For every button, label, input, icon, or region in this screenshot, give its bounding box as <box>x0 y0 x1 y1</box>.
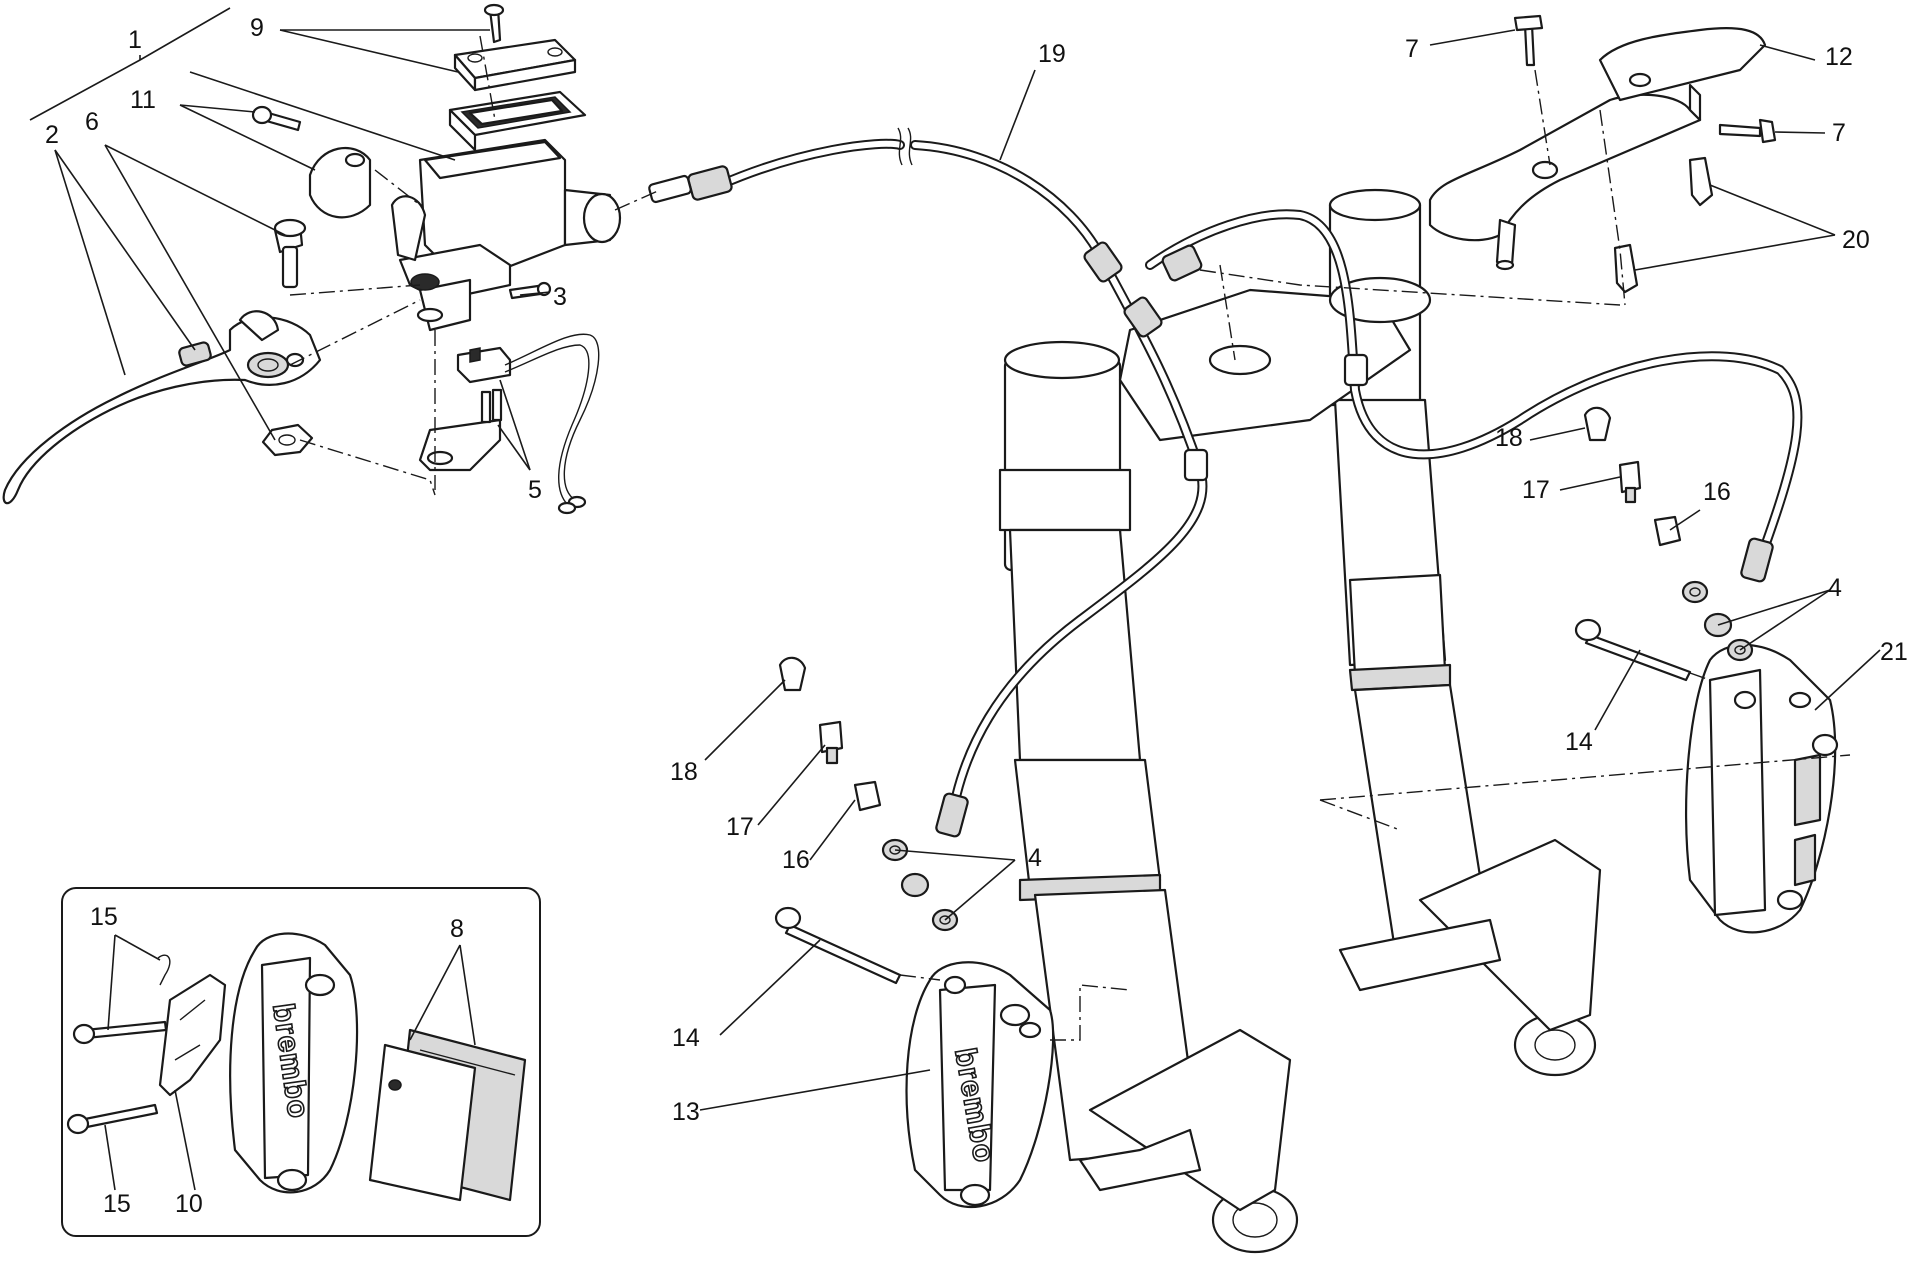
callout-11: 11 <box>130 86 156 114</box>
right-fork-leg <box>1328 188 1602 1077</box>
triple-clamp <box>1118 276 1432 442</box>
assembly-lines <box>289 35 1851 1041</box>
callout-8: 8 <box>450 915 464 943</box>
callout-14-left: 14 <box>672 1024 700 1052</box>
brake-pad-8-front <box>368 1043 477 1202</box>
lever-nut <box>261 423 314 457</box>
callout-15-top: 15 <box>90 903 118 931</box>
callout-4-left: 4 <box>1028 844 1042 872</box>
brake-hose-19 <box>648 127 1803 838</box>
callout-10: 10 <box>175 1190 203 1218</box>
callout-18-right: 18 <box>1495 424 1523 452</box>
caliper-bolt-left <box>784 923 902 985</box>
callout-12: 12 <box>1825 43 1853 71</box>
master-cylinder-assembly <box>251 3 622 332</box>
callout-4-right: 4 <box>1828 574 1842 602</box>
left-bleeder-set <box>778 656 959 932</box>
callout-21: 21 <box>1880 638 1908 666</box>
callouts: 1 2 3 4 4 5 6 7 7 8 9 10 11 12 13 14 14 … <box>45 14 1908 1218</box>
callout-14-right: 14 <box>1565 728 1593 756</box>
callout-5: 5 <box>528 476 542 504</box>
callout-2: 2 <box>45 121 59 149</box>
callout-16-left: 16 <box>782 846 810 874</box>
callout-18-left: 18 <box>670 758 698 786</box>
clip-20-b <box>1613 243 1639 294</box>
leader-lines <box>29 7 1881 1191</box>
bleeder-cap-right <box>1583 406 1612 442</box>
brake-pads-inset: brembo <box>61 887 541 1237</box>
callout-6: 6 <box>85 108 99 136</box>
callout-15-bottom: 15 <box>103 1190 131 1218</box>
bleeder-screw-right <box>1653 515 1682 547</box>
bolt-7-side <box>1718 123 1762 138</box>
callout-17-right: 17 <box>1522 476 1550 504</box>
callout-9: 9 <box>250 14 264 42</box>
caliper-bolt-right <box>1584 633 1692 682</box>
bleeder-cap-left <box>778 656 807 692</box>
callout-20: 20 <box>1842 226 1870 254</box>
callout-1: 1 <box>128 26 142 54</box>
right-caliper <box>1574 618 1839 934</box>
bleeder-valve-left <box>818 720 844 754</box>
clip-20-a <box>1688 156 1714 207</box>
bolt-7-top <box>1523 23 1536 67</box>
left-fork-leg <box>998 340 1299 1254</box>
callout-7-top: 7 <box>1405 35 1419 63</box>
bleeder-valve-right <box>1618 460 1642 494</box>
brake-light-switch <box>418 333 600 515</box>
callout-17-left: 17 <box>726 813 754 841</box>
pad-spring <box>158 973 227 1097</box>
bleeder-screw-left <box>853 780 882 812</box>
callout-19: 19 <box>1038 40 1066 68</box>
callout-7-right: 7 <box>1832 119 1846 147</box>
left-caliper: brembo <box>774 906 1055 1209</box>
headlight-bracket <box>1428 14 1777 294</box>
brake-lever <box>2 310 322 505</box>
callout-16-right: 16 <box>1703 478 1731 506</box>
callout-13: 13 <box>672 1098 700 1126</box>
callout-3: 3 <box>553 283 567 311</box>
